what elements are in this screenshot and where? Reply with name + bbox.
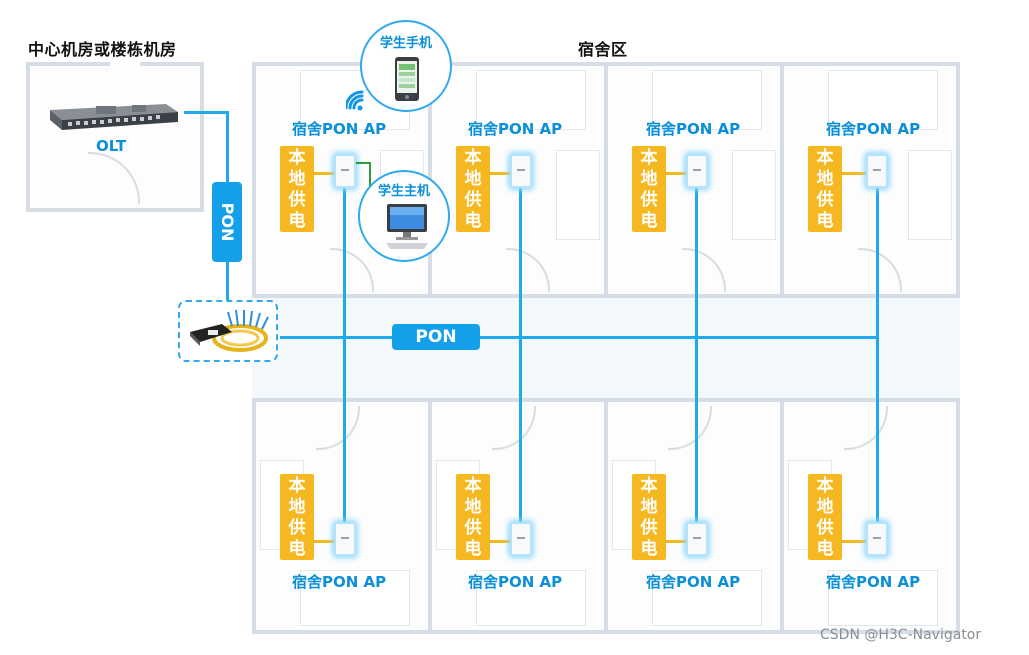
fiber-drop [695,188,698,522]
pon-ap-device-icon [510,522,532,556]
local-power-block: 本地供电 [280,146,314,232]
pon-ap-device-icon [334,522,356,556]
ap-label: 宿舍PON AP [646,120,741,138]
pon-ap-device-icon [686,154,708,188]
local-power-block: 本地供电 [632,474,666,560]
fiber-drop [519,188,522,522]
ap-label: 宿舍PON AP [826,120,921,138]
pon-ap-device-icon [866,154,888,188]
corridor [252,298,960,398]
student-phone-bubble: 学生手机 [360,20,452,112]
fiber-corridor-trunk [280,336,878,339]
pon-corridor-tag: PON [392,324,480,350]
pon-ap-device-icon [510,154,532,188]
desktop-computer-icon [386,204,428,249]
pon-vertical-tag: PON [212,182,242,262]
olt-label: OLT [96,137,127,155]
fiber-link [184,111,228,114]
local-power-block: 本地供电 [456,474,490,560]
fiber-drop [876,188,879,522]
pon-vertical-label: PON [218,202,237,242]
local-power-block: 本地供电 [808,474,842,560]
olt-device-icon [46,102,182,134]
ap-label: 宿舍PON AP [646,573,741,591]
ap-label: 宿舍PON AP [468,573,563,591]
student-phone-label: 学生手机 [379,36,432,51]
ap-label: 宿舍PON AP [468,120,563,138]
watermark: CSDN @H3C-Navigator [820,627,982,643]
ap-label: 宿舍PON AP [826,573,921,591]
dorm-area-title: 宿舍区 [578,40,628,59]
ap-label: 宿舍PON AP [292,573,387,591]
splitter-icon [190,309,269,352]
student-pc-label: 学生主机 [377,184,430,199]
optical-splitter [178,300,278,362]
local-power-block: 本地供电 [632,146,666,232]
ap-label: 宿舍PON AP [292,120,387,138]
local-power-block: 本地供电 [280,474,314,560]
student-pc-bubble: 学生主机 [358,170,450,262]
local-power-block: 本地供电 [456,146,490,232]
pon-ap-device-icon [866,522,888,556]
fiber-drop [343,188,346,522]
smartphone-icon [395,57,419,101]
local-power-block: 本地供电 [808,146,842,232]
center-machine-room [26,62,204,212]
pon-ap-device-icon [686,522,708,556]
center-room-title: 中心机房或楼栋机房 [28,40,177,59]
pon-ap-device-icon [334,154,356,188]
wifi-signal-icon [344,86,376,116]
